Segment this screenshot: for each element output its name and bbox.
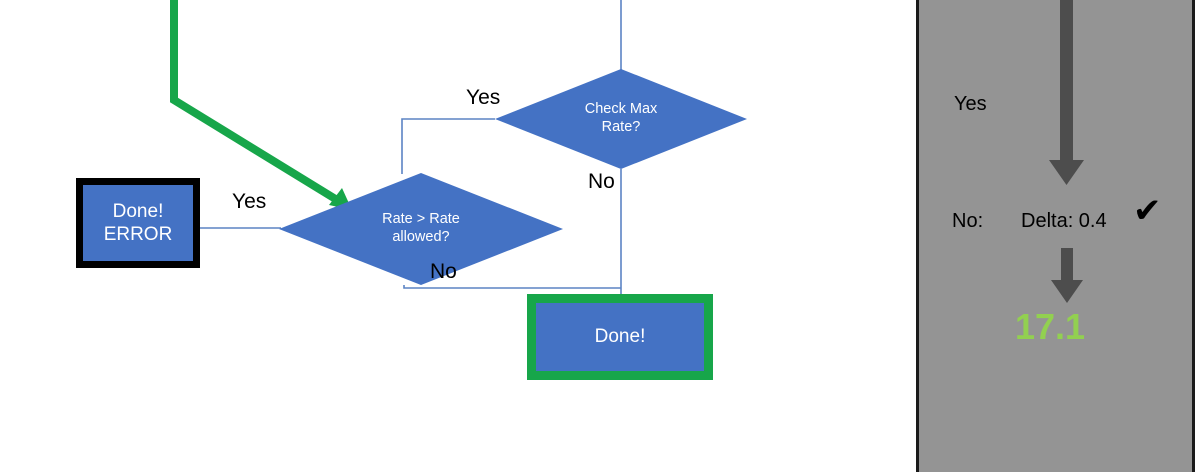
flowchart-connectors [170, 0, 622, 296]
edge-label-no-from-max: No [588, 170, 615, 193]
check-max-rate-diamond-shape [495, 69, 747, 169]
highlight-green-path [170, 0, 345, 207]
rate-check-diamond-shape [279, 173, 563, 285]
annotation-panel: Yes No: Delta: 0.4 ✔ 17.1 [916, 0, 1195, 472]
edge-label-yes-to-rate: Yes [466, 86, 501, 109]
panel-yes-label: Yes [954, 93, 987, 115]
panel-arrows [1049, 0, 1084, 303]
short-down-arrow-icon [1051, 248, 1083, 303]
long-down-arrow-icon [1049, 0, 1084, 185]
panel-delta-value: Delta: 0.4 [1021, 210, 1107, 232]
node-done-label: Done! [594, 326, 646, 348]
panel-result-value: 17.1 [1015, 306, 1086, 347]
edge-label-no-from-rate: No [430, 260, 457, 283]
flowchart-canvas: Done! ERROR Rate > Rate allowed? Check M… [76, 0, 747, 380]
panel-right-margin [1195, 0, 1202, 472]
node-check-max-rate[interactable]: Check Max Rate? [495, 69, 747, 169]
panel-no-label: No: [952, 210, 984, 232]
connector-yes-check-max-to-rate [401, 118, 495, 174]
edge-label-yes-to-error: Yes [232, 190, 267, 213]
node-done-error-label: Done! ERROR [103, 200, 173, 245]
node-rate-check[interactable]: Rate > Rate allowed? [279, 173, 563, 285]
node-done-error[interactable]: Done! ERROR [76, 178, 200, 268]
node-done[interactable]: Done! [527, 294, 713, 380]
connector-no-rate-to-done [403, 285, 621, 289]
check-mark-icon: ✔ [1133, 192, 1162, 230]
